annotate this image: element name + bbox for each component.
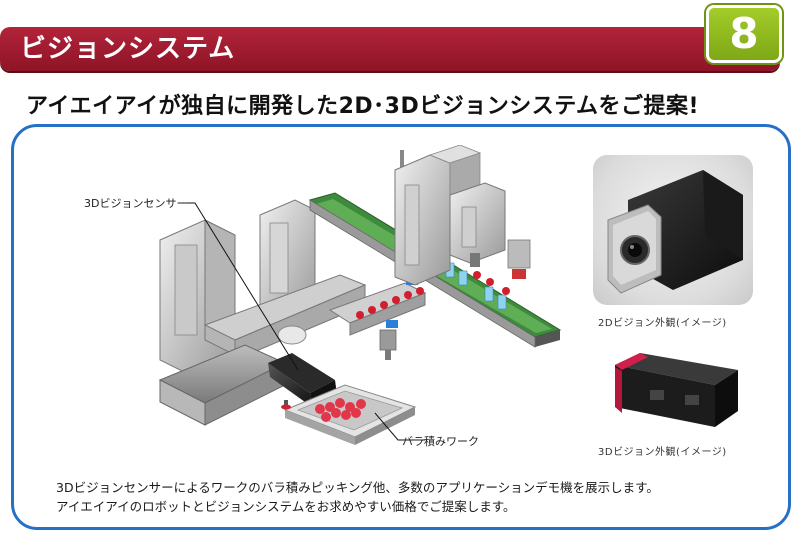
2d-camera-caption: 2Dビジョン外観(イメージ) <box>598 318 727 329</box>
page-subtitle: アイエイアイが独自に開発した2D･3Dビジョンシステムをご提案! <box>26 94 700 119</box>
conveyor-gantry <box>394 145 531 286</box>
description-line-2: アイエイアイのロボットとビジョンシステムをお求めやすい価格でご提案します。 <box>56 499 516 514</box>
red-workpieces-row <box>356 287 424 319</box>
cartesian-robot <box>158 199 427 426</box>
description-line-1: 3Dビジョンセンサーによるワークのバラ積みピッキング他、多数のアプリケーションデ… <box>56 480 659 495</box>
3d-camera-caption: 3Dビジョン外観(イメージ) <box>598 447 727 458</box>
robot-system-illustration <box>158 145 562 445</box>
section-number-badge: 8 <box>706 5 782 63</box>
sensor-callout-label: 3Dビジョンセンサー <box>84 197 188 210</box>
section-header-bar: ビジョンシステム <box>0 27 780 71</box>
bulk-workpiece-tray <box>283 384 417 445</box>
description-text: 3Dビジョンセンサーによるワークのバラ積みピッキング他、多数のアプリケーションデ… <box>56 478 776 516</box>
workpiece-callout-label: バラ積みワーク <box>402 435 479 448</box>
callout-lines <box>180 202 425 441</box>
2d-vision-camera-photo <box>593 155 753 305</box>
3d-vision-camera-photo <box>600 345 750 435</box>
section-title: ビジョンシステム <box>20 34 236 64</box>
